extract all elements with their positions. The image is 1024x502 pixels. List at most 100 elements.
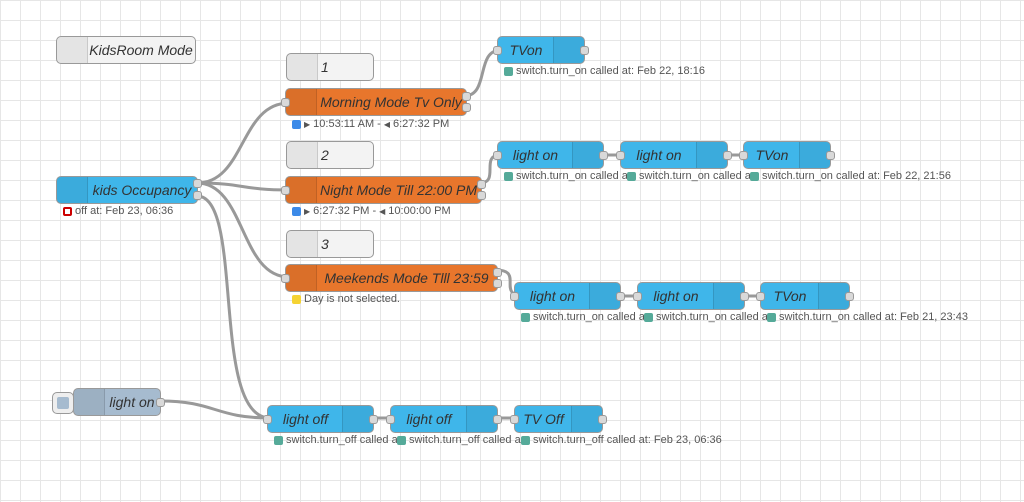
- status-dot-icon: [750, 171, 759, 181]
- status-light-on-night-1: switch.turn_on called a: [504, 170, 628, 182]
- status-dot-icon: [644, 312, 653, 322]
- status-kids-occupancy: off at: Feb 23, 06:36: [63, 205, 173, 217]
- status-end: 10:00:00 PM: [388, 205, 451, 217]
- node-label: light on: [512, 147, 559, 163]
- node-kids-occupancy[interactable]: kids Occupancy: [56, 176, 202, 204]
- node-label: light on: [109, 394, 155, 410]
- input-port[interactable]: [281, 98, 290, 107]
- start-arrow-icon: ▶: [304, 119, 311, 129]
- input-port[interactable]: [493, 151, 502, 160]
- output-port[interactable]: [462, 92, 471, 101]
- status-light-on-weekend-2: switch.turn_on called a: [644, 311, 768, 323]
- comment-2[interactable]: 2: [286, 141, 374, 169]
- status-text: switch.turn_on called a: [516, 170, 628, 182]
- status-dot-icon: [292, 294, 301, 304]
- switch-icon: [799, 142, 830, 168]
- comment-1[interactable]: 1: [286, 53, 374, 81]
- comment-kidsroom-mode[interactable]: KidsRoom Mode: [56, 36, 196, 64]
- node-light-on-weekend-2[interactable]: light on: [633, 282, 749, 310]
- output-port[interactable]: [493, 268, 502, 277]
- comment-icon: [287, 142, 318, 168]
- output-port[interactable]: [845, 292, 854, 301]
- node-light-on-night-2[interactable]: light on: [616, 141, 732, 169]
- node-tv-on-night[interactable]: TVon: [739, 141, 835, 169]
- status-start: 10:53:11 AM -: [313, 118, 381, 130]
- node-morning-mode[interactable]: Morning Mode Tv Only: [281, 88, 471, 116]
- status-text: switch.turn_on called a: [533, 311, 645, 323]
- input-port[interactable]: [263, 415, 272, 424]
- output-port[interactable]: [493, 415, 502, 424]
- status-tv-on-weekend: switch.turn_on called at: Feb 21, 23:43: [767, 311, 968, 323]
- status-dot-icon: [521, 312, 530, 322]
- switch-icon: [818, 283, 849, 309]
- status-text: Day is not selected.: [304, 293, 400, 305]
- comment-label: 1: [321, 59, 329, 75]
- output-port[interactable]: [740, 292, 749, 301]
- node-tv-on-weekend[interactable]: TVon: [756, 282, 854, 310]
- input-port[interactable]: [510, 292, 519, 301]
- comment-3[interactable]: 3: [286, 230, 374, 258]
- node-tv-off[interactable]: TV Off: [510, 405, 607, 433]
- status-text: switch.turn_on called at: Feb 22, 18:16: [516, 65, 705, 77]
- switch-icon: [553, 37, 584, 63]
- input-port[interactable]: [756, 292, 765, 301]
- status-dot-icon: [521, 435, 530, 445]
- input-port[interactable]: [386, 415, 395, 424]
- input-port[interactable]: [281, 186, 290, 195]
- node-tv-on-morning[interactable]: TVon: [493, 36, 589, 64]
- input-port[interactable]: [616, 151, 625, 160]
- switch-icon: [572, 142, 603, 168]
- input-port[interactable]: [510, 415, 519, 424]
- output-port[interactable]: [193, 191, 202, 200]
- status-text: switch.turn_off called a: [409, 434, 521, 446]
- node-label: light on: [636, 147, 682, 163]
- output-port[interactable]: [477, 180, 486, 189]
- status-end: 6:27:32 PM: [392, 118, 450, 130]
- node-label: light on: [653, 288, 699, 304]
- node-night-mode[interactable]: Night Mode Till 22:00 PM: [281, 176, 486, 204]
- end-arrow-icon: ◀: [383, 119, 390, 129]
- status-light-on-weekend-1: switch.turn_on called a: [521, 311, 645, 323]
- node-light-off-2[interactable]: light off: [386, 405, 502, 433]
- input-port[interactable]: [633, 292, 642, 301]
- clock-icon: [286, 265, 317, 291]
- node-label: TVon: [773, 288, 807, 304]
- inject-button[interactable]: [52, 392, 74, 414]
- clock-icon: [286, 89, 317, 115]
- output-port[interactable]: [580, 46, 589, 55]
- status-text: switch.turn_off called a: [286, 434, 398, 446]
- node-inject-light-on[interactable]: light on: [52, 388, 165, 416]
- node-light-on-weekend-1[interactable]: light on: [510, 282, 625, 310]
- output-port[interactable]: [369, 415, 378, 424]
- status-tv-on-morning: switch.turn_on called at: Feb 22, 18:16: [504, 65, 705, 77]
- output-port[interactable]: [477, 191, 486, 200]
- node-weekend-mode[interactable]: Meekends Mode Tlll 23:59: [281, 264, 502, 292]
- output-port[interactable]: [493, 279, 502, 288]
- status-dot-icon: [292, 119, 301, 129]
- status-night-mode: ▶ 6:27:32 PM - ◀ 10:00:00 PM: [292, 205, 451, 217]
- output-port[interactable]: [462, 103, 471, 112]
- output-port[interactable]: [599, 151, 608, 160]
- output-port[interactable]: [826, 151, 835, 160]
- clock-icon: [286, 177, 317, 203]
- node-label: light off: [406, 411, 452, 427]
- output-port[interactable]: [723, 151, 732, 160]
- output-port[interactable]: [193, 179, 202, 188]
- output-port[interactable]: [156, 398, 165, 407]
- comment-icon: [287, 231, 318, 257]
- node-label: Night Mode Till 22:00 PM: [319, 182, 478, 198]
- node-label: Meekends Mode Tlll 23:59: [324, 270, 489, 286]
- status-ring-icon: [63, 206, 72, 216]
- output-port[interactable]: [616, 292, 625, 301]
- node-light-off-1[interactable]: light off: [263, 405, 378, 433]
- node-label: light on: [529, 288, 576, 304]
- wire-morning-tv: [463, 48, 502, 98]
- end-arrow-icon: ◀: [379, 206, 386, 216]
- status-light-on-night-2: switch.turn_on called a: [627, 170, 751, 182]
- node-light-on-night-1[interactable]: light on: [493, 141, 608, 169]
- input-port[interactable]: [281, 274, 290, 283]
- input-port[interactable]: [739, 151, 748, 160]
- switch-icon: [696, 142, 727, 168]
- output-port[interactable]: [598, 415, 607, 424]
- input-port[interactable]: [493, 46, 502, 55]
